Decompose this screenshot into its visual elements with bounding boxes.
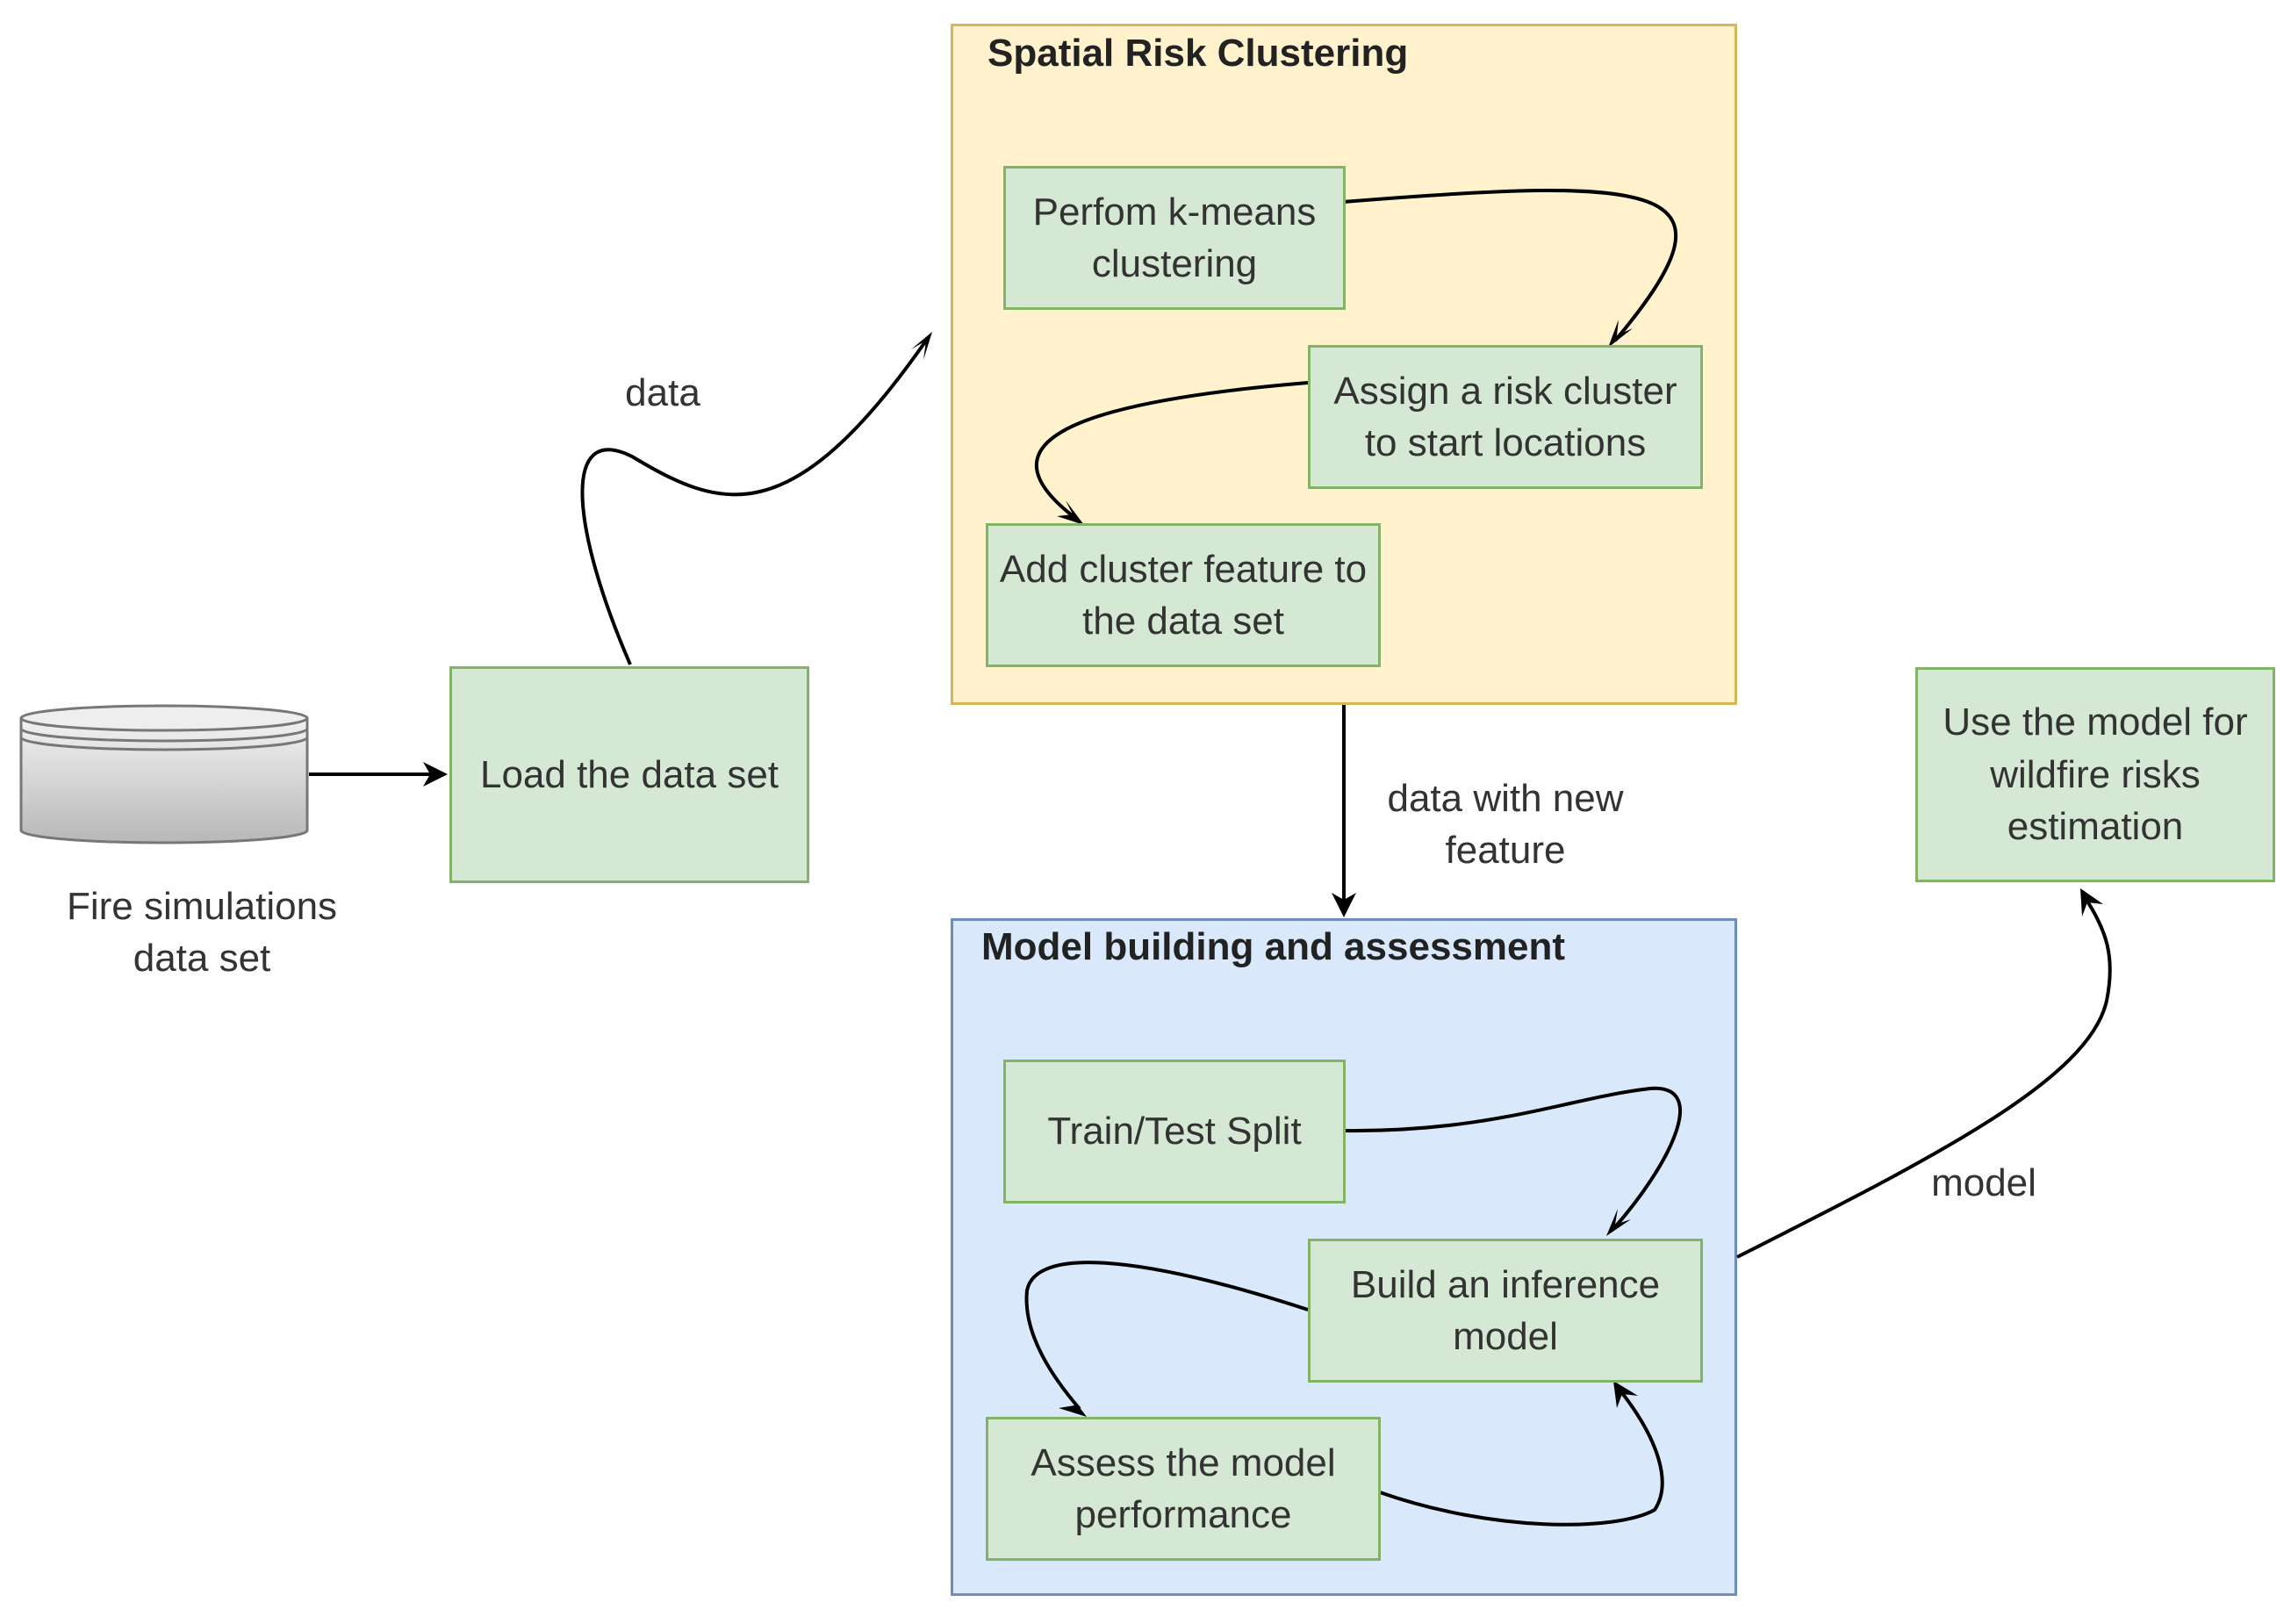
edge-label-data-with-new-feature: data with new feature bbox=[1387, 777, 1624, 873]
database-label: Fire simulations data set bbox=[66, 885, 338, 981]
edge-assign-to-add bbox=[1035, 381, 1309, 520]
edge-label-model: model bbox=[1931, 1161, 2036, 1204]
node-assess-performance: Assess the model performance bbox=[986, 1417, 1381, 1561]
group-title-clustering: Spatial Risk Clustering bbox=[988, 32, 1409, 75]
edge-build-to-assess bbox=[1024, 1261, 1309, 1411]
edge-load-to-clustering bbox=[580, 339, 928, 665]
node-add-feature-label: Add cluster feature to the data set bbox=[999, 547, 1368, 643]
arrowhead-add bbox=[1057, 500, 1084, 525]
node-kmeans-label: Perfom k-means clustering bbox=[1032, 190, 1317, 285]
node-use-model: Use the model for wildfire risks estimat… bbox=[1915, 667, 2275, 882]
edge-split-to-build bbox=[1342, 1086, 1683, 1231]
node-kmeans-clustering: Perfom k-means clustering bbox=[1003, 166, 1346, 310]
node-use-label: Use the model for wildfire risks estimat… bbox=[1943, 701, 2248, 849]
edge-assess-to-build bbox=[1379, 1388, 1664, 1527]
node-assign-risk-cluster: Assign a risk cluster to start locations bbox=[1308, 345, 1703, 489]
arrowhead-assess bbox=[1059, 1391, 1087, 1417]
node-build-inference-model: Build an inference model bbox=[1308, 1239, 1703, 1383]
group-title-modeling: Model building and assessment bbox=[981, 925, 1566, 968]
node-build-label: Build an inference model bbox=[1350, 1262, 1661, 1358]
node-load-label: Load the data set bbox=[479, 752, 779, 796]
edge-build-to-use bbox=[1736, 895, 2112, 1259]
edge-label-data: data bbox=[625, 371, 700, 414]
database-icon bbox=[19, 704, 309, 844]
node-split-label: Train/Test Split bbox=[1047, 1110, 1302, 1153]
node-load-data-set: Load the data set bbox=[449, 666, 809, 883]
arrowhead-use bbox=[2080, 888, 2103, 916]
node-add-cluster-feature: Add cluster feature to the data set bbox=[986, 523, 1381, 667]
arrowhead-clustering bbox=[911, 332, 932, 360]
arrowhead-assign bbox=[1608, 320, 1633, 348]
node-train-test-split: Train/Test Split bbox=[1003, 1060, 1346, 1204]
arrowhead-load bbox=[423, 762, 448, 787]
arrowhead-modeling bbox=[1332, 893, 1356, 917]
node-assess-label: Assess the model performance bbox=[1031, 1441, 1336, 1536]
arrowhead-build-from-assess bbox=[1613, 1381, 1638, 1408]
edge-kmeans-to-assign bbox=[1342, 188, 1678, 342]
arrowhead-build-from-split bbox=[1606, 1209, 1631, 1236]
node-assign-label: Assign a risk cluster to start locations bbox=[1333, 369, 1677, 464]
